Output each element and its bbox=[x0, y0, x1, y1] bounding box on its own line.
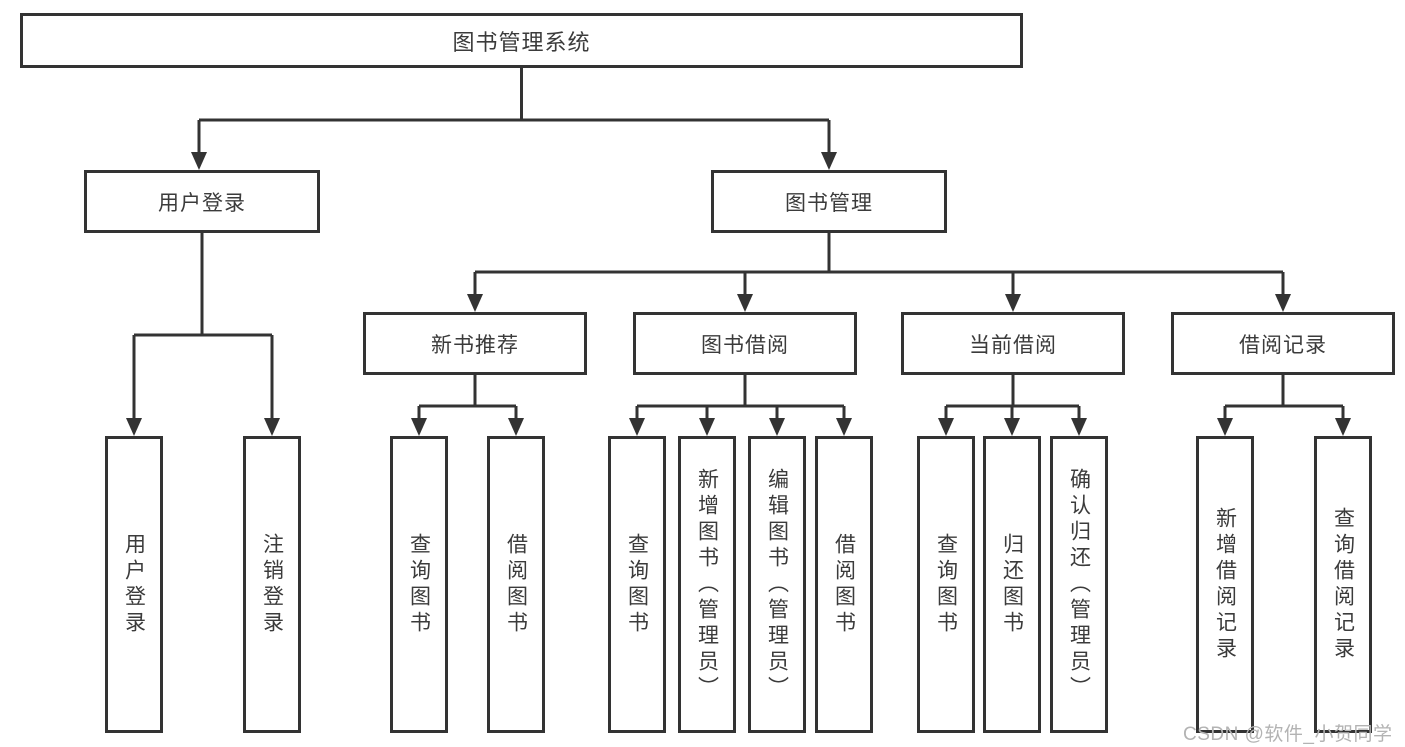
arrow-down-icon bbox=[467, 294, 483, 312]
node-book-management: 图书管理 bbox=[711, 170, 947, 233]
arrow-down-icon bbox=[737, 294, 753, 312]
arrow-down-icon bbox=[1275, 294, 1291, 312]
arrow-down-icon bbox=[508, 418, 524, 436]
arrow-down-icon bbox=[699, 418, 715, 436]
arrow-down-icon bbox=[1005, 294, 1021, 312]
leaf-query-book-newbook: 查询图书 bbox=[390, 436, 448, 733]
arrow-down-icon bbox=[938, 418, 954, 436]
arrow-down-icon bbox=[411, 418, 427, 436]
leaf-query-book-borrowing: 查询图书 bbox=[608, 436, 666, 733]
node-user-login: 用户登录 bbox=[84, 170, 320, 233]
leaf-query-book-current: 查询图书 bbox=[917, 436, 975, 733]
node-borrowing-records: 借阅记录 bbox=[1171, 312, 1395, 375]
node-book-borrowing: 图书借阅 bbox=[633, 312, 857, 375]
arrow-down-icon bbox=[1071, 418, 1087, 436]
arrow-down-icon bbox=[821, 152, 837, 170]
leaf-user-login: 用户登录 bbox=[105, 436, 163, 733]
leaf-return-book: 归还图书 bbox=[983, 436, 1041, 733]
arrow-down-icon bbox=[1217, 418, 1233, 436]
arrow-down-icon bbox=[629, 418, 645, 436]
arrowheads bbox=[126, 152, 1351, 436]
leaf-query-borrow-record: 查询借阅记录 bbox=[1314, 436, 1372, 733]
arrow-down-icon bbox=[264, 418, 280, 436]
leaf-confirm-return-admin: 确认归还（管理员） bbox=[1050, 436, 1108, 733]
node-new-book-recommendation: 新书推荐 bbox=[363, 312, 587, 375]
leaf-add-book-admin: 新增图书（管理员） bbox=[678, 436, 736, 733]
arrow-down-icon bbox=[1004, 418, 1020, 436]
leaf-add-borrow-record: 新增借阅记录 bbox=[1196, 436, 1254, 733]
csdn-watermark: CSDN @软件_小贺同学 bbox=[1183, 724, 1393, 745]
node-current-borrowing: 当前借阅 bbox=[901, 312, 1125, 375]
leaf-logout: 注销登录 bbox=[243, 436, 301, 733]
arrow-down-icon bbox=[836, 418, 852, 436]
arrow-down-icon bbox=[769, 418, 785, 436]
node-root-library-system: 图书管理系统 bbox=[20, 13, 1023, 68]
leaf-borrow-book-borrowing: 借阅图书 bbox=[815, 436, 873, 733]
arrow-down-icon bbox=[191, 152, 207, 170]
leaf-borrow-book-newbook: 借阅图书 bbox=[487, 436, 545, 733]
leaf-edit-book-admin: 编辑图书（管理员） bbox=[748, 436, 806, 733]
connector-paths bbox=[132, 68, 1345, 421]
arrow-down-icon bbox=[126, 418, 142, 436]
arrow-down-icon bbox=[1335, 418, 1351, 436]
